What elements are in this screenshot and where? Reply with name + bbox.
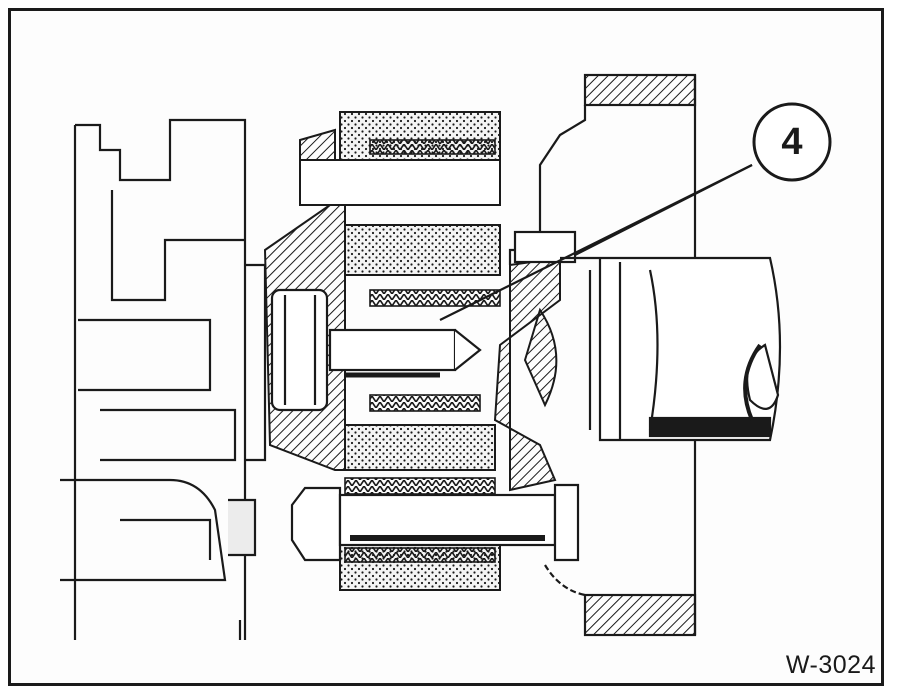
threaded-sleeves [344, 139, 501, 563]
right-housing [508, 73, 697, 637]
drive-shaft [560, 256, 782, 442]
engine-block [60, 118, 267, 640]
center-bolt [270, 288, 482, 412]
callout-circle [752, 102, 832, 182]
callout-number: 4 [781, 121, 803, 163]
rubber-coupling [299, 111, 501, 591]
callout-leader [439, 164, 753, 321]
figure-id-label: W-3024 [785, 651, 876, 679]
lower-bolt [290, 483, 580, 562]
